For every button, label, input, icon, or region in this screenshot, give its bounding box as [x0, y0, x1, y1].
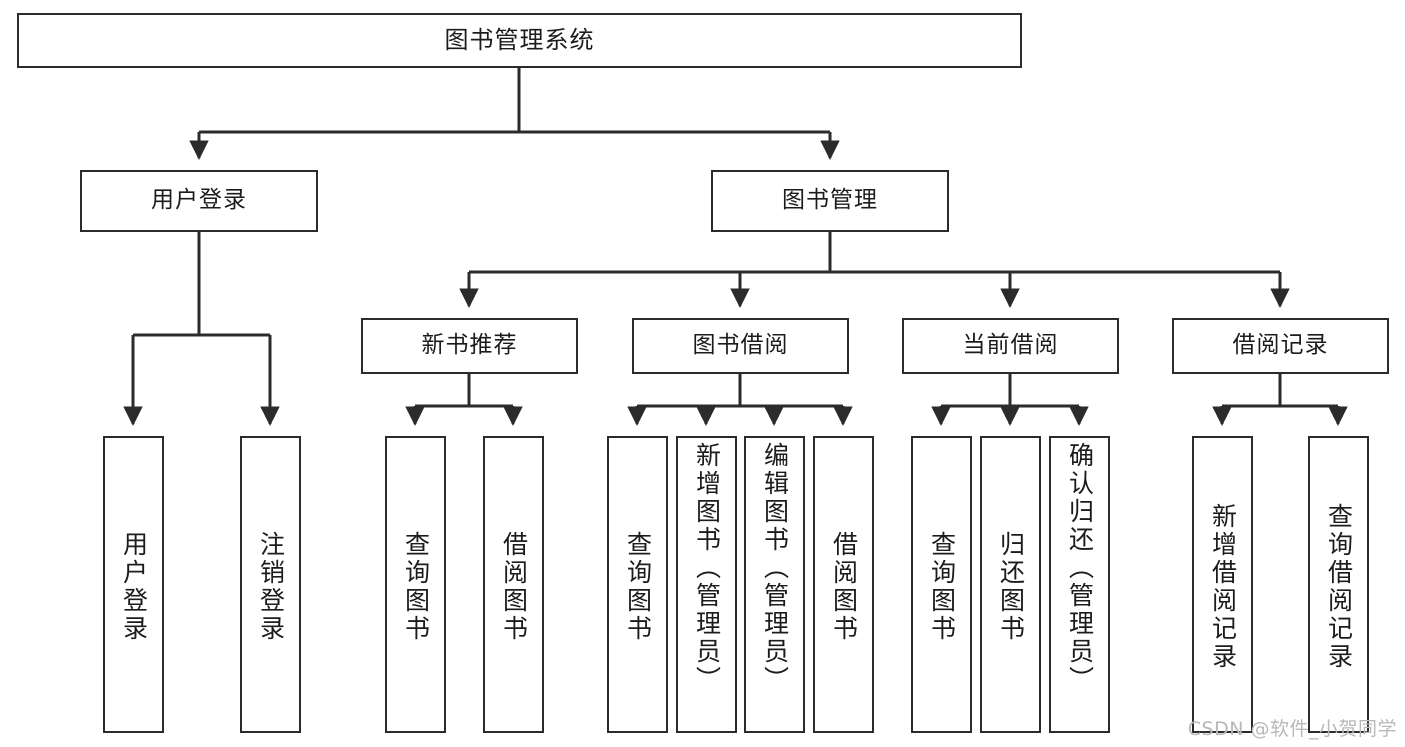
- leaf-label: 确认归还（管理员）: [1065, 442, 1095, 694]
- leaf-label: 新增图书（管理员）: [692, 442, 722, 694]
- node-book-borrow[interactable]: 图书借阅: [632, 318, 849, 374]
- node-label: 用户登录: [151, 187, 247, 214]
- node-label: 图书管理: [782, 187, 878, 214]
- node-new-book-recommend[interactable]: 新书推荐: [361, 318, 578, 374]
- leaf-book-borrow-query[interactable]: 查询图书: [607, 436, 668, 733]
- leaf-user-login-logout[interactable]: 注销登录: [240, 436, 301, 733]
- node-label: 图书借阅: [692, 332, 789, 359]
- leaf-label: 借阅图书: [499, 530, 529, 643]
- leaf-book-borrow-borrow[interactable]: 借阅图书: [813, 436, 874, 733]
- watermark-text: CSDN @软件_小贺同学: [1187, 718, 1397, 740]
- leaf-borrow-record-add[interactable]: 新增借阅记录: [1192, 436, 1253, 733]
- leaf-label: 查询借阅记录: [1324, 502, 1354, 671]
- node-root-system[interactable]: 图书管理系统: [17, 13, 1022, 68]
- leaf-label: 注销登录: [256, 530, 286, 643]
- node-user-login[interactable]: 用户登录: [80, 170, 318, 232]
- node-borrow-record[interactable]: 借阅记录: [1172, 318, 1389, 374]
- leaf-label: 借阅图书: [829, 530, 859, 643]
- leaf-current-borrow-return[interactable]: 归还图书: [980, 436, 1041, 733]
- leaf-user-login-login[interactable]: 用户登录: [103, 436, 164, 733]
- node-label: 借阅记录: [1232, 332, 1329, 359]
- node-current-borrow[interactable]: 当前借阅: [902, 318, 1119, 374]
- node-label: 当前借阅: [962, 332, 1059, 359]
- leaf-label: 新增借阅记录: [1208, 502, 1238, 671]
- leaf-label: 查询图书: [623, 530, 653, 643]
- node-label: 新书推荐: [421, 332, 518, 359]
- leaf-label: 查询图书: [401, 530, 431, 643]
- node-book-management[interactable]: 图书管理: [711, 170, 949, 232]
- leaf-book-borrow-edit[interactable]: 编辑图书（管理员）: [744, 436, 805, 733]
- leaf-label: 归还图书: [996, 530, 1026, 643]
- leaf-new-book-borrow[interactable]: 借阅图书: [483, 436, 544, 733]
- leaf-new-book-query[interactable]: 查询图书: [385, 436, 446, 733]
- leaf-book-borrow-add[interactable]: 新增图书（管理员）: [676, 436, 737, 733]
- leaf-label: 编辑图书（管理员）: [760, 442, 790, 694]
- leaf-current-borrow-query[interactable]: 查询图书: [911, 436, 972, 733]
- leaf-current-borrow-confirm[interactable]: 确认归还（管理员）: [1049, 436, 1110, 733]
- leaf-label: 查询图书: [927, 530, 957, 643]
- node-label: 图书管理系统: [444, 26, 595, 55]
- leaf-borrow-record-query[interactable]: 查询借阅记录: [1308, 436, 1369, 733]
- leaf-label: 用户登录: [119, 530, 149, 643]
